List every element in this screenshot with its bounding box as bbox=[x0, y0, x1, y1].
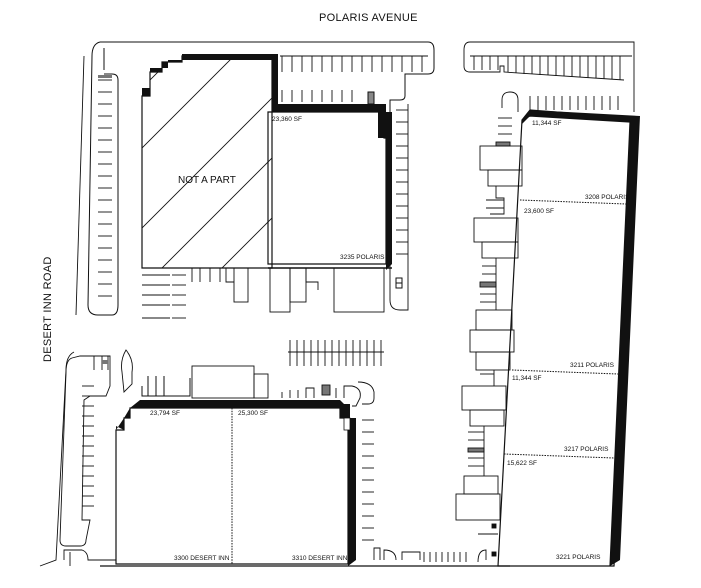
parking-lot-south-west bbox=[59, 349, 269, 566]
address-label-3221-polaris: 3221 POLARIS bbox=[556, 554, 601, 561]
area-label-3208-polaris: 11,344 SF bbox=[532, 120, 562, 127]
building-3235-polaris bbox=[267, 104, 392, 270]
parking-lot-north-west bbox=[87, 41, 435, 316]
building-east-polaris bbox=[497, 109, 640, 567]
parking-south-east bbox=[357, 381, 487, 563]
loading-structures-north bbox=[142, 267, 385, 319]
parking-center bbox=[281, 340, 384, 407]
area-label-3217-polaris: 11,344 SF bbox=[512, 375, 542, 382]
address-label-3235-polaris: 3235 POLARIS bbox=[340, 254, 385, 261]
street-label-desert-inn-road: DESERT INN ROAD bbox=[42, 256, 54, 362]
parking-lot-north-east bbox=[455, 41, 635, 557]
area-label-3235-polaris: 23,360 SF bbox=[272, 116, 302, 123]
area-label-3221-polaris: 15,622 SF bbox=[507, 460, 537, 467]
address-label-3208-polaris: 3208 POLARIS bbox=[585, 194, 630, 201]
area-label-3310-desert-inn: 25,300 SF bbox=[238, 410, 268, 417]
address-label-3211-polaris: 3211 POLARIS bbox=[570, 362, 614, 369]
address-label-3217-polaris: 3217 POLARIS bbox=[564, 446, 609, 453]
address-label-3310-desert-inn: 3310 DESERT INN bbox=[292, 555, 348, 562]
area-label-3211-polaris: 23,600 SF bbox=[524, 208, 554, 215]
area-label-3300-desert-inn: 23,794 SF bbox=[150, 410, 180, 417]
building-3300-3310-desert-inn bbox=[100, 400, 510, 567]
not-a-part-label: NOT A PART bbox=[178, 175, 236, 186]
street-label-polaris-avenue: POLARIS AVENUE bbox=[319, 12, 418, 24]
address-label-3300-desert-inn: 3300 DESERT INN bbox=[174, 555, 230, 562]
